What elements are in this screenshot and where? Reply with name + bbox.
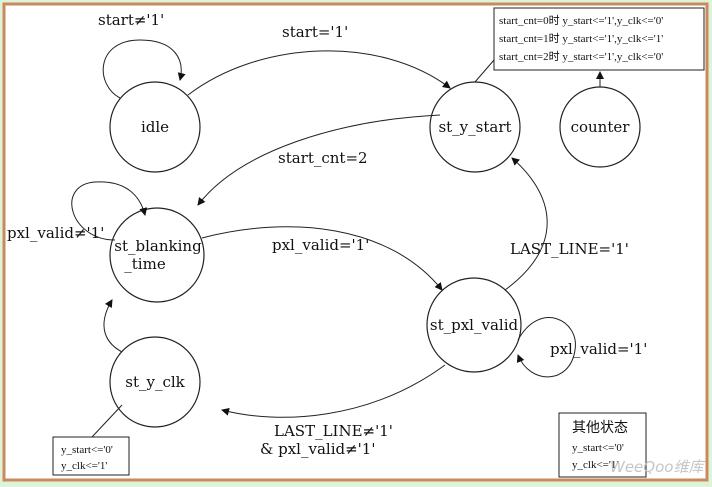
- transition-pxl-to-start: [504, 157, 548, 291]
- note-line: y_clk<='1': [61, 460, 107, 472]
- note-line: y_start<='0': [61, 444, 113, 456]
- state-idle: idle: [109, 81, 201, 173]
- state-st-blanking-time: st_blanking _time: [109, 207, 205, 303]
- state-label: st_y_clk: [125, 373, 185, 391]
- watermark: WeeQoo维库: [610, 458, 706, 476]
- note-line: start_cnt=0时 y_start<='1',y_clk<='0': [499, 14, 663, 27]
- state-st-pxl-valid: st_pxl_valid: [426, 277, 522, 373]
- note-line: y_start<='0': [572, 442, 624, 454]
- yclk-note-box: y_start<='0' y_clk<='1': [52, 436, 130, 476]
- state-label-line2: _time: [124, 255, 166, 273]
- note-connector: [91, 404, 123, 438]
- transition-label: pxl_valid='1': [550, 340, 647, 358]
- transition-idle-to-start: [187, 50, 451, 96]
- transition-label: LAST_LINE='1': [510, 240, 629, 258]
- transition-label: LAST_LINE≠'1': [274, 422, 393, 440]
- note-connector: [474, 59, 495, 83]
- transition-start-to-blanking: [197, 114, 441, 206]
- note-line: start_cnt=1时 y_start<='1',y_clk<='1': [499, 32, 663, 45]
- counter-note-box: start_cnt=0时 y_start<='1',y_clk<='0' sta…: [493, 7, 705, 71]
- transition-label: start_cnt=2: [278, 149, 368, 167]
- state-label: counter: [571, 118, 631, 136]
- note-line: start_cnt=2时 y_start<='1',y_clk<='0': [499, 50, 663, 63]
- transition-blanking-self: [71, 181, 148, 241]
- transition-yclk-to-blanking: [103, 299, 123, 353]
- note-line: 其他状态: [572, 420, 628, 436]
- state-st-y-clk: st_y_clk: [109, 336, 201, 428]
- transition-label: start≠'1': [98, 11, 164, 29]
- state-label: st_y_start: [438, 118, 511, 136]
- state-label: idle: [141, 118, 169, 136]
- state-counter: counter: [559, 86, 641, 168]
- state-label: st_pxl_valid: [430, 316, 519, 334]
- other-states-note-box: 其他状态 y_start<='0' y_clk<='1': [558, 412, 647, 478]
- transition-idle-self: [102, 39, 186, 99]
- transition-label: pxl_valid≠'1': [7, 224, 104, 242]
- transition-pxl-to-yclk: [221, 364, 446, 418]
- state-label: st_blanking: [114, 237, 202, 255]
- transition-label: start='1': [282, 23, 348, 41]
- transition-label: pxl_valid='1': [272, 236, 369, 254]
- state-st-y-start: st_y_start: [429, 81, 521, 173]
- note-line: y_clk<='1': [572, 459, 618, 471]
- transition-blanking-to-pxl: [201, 226, 443, 291]
- transition-label: & pxl_valid≠'1': [260, 440, 375, 458]
- transition-pxl-self: [516, 317, 576, 378]
